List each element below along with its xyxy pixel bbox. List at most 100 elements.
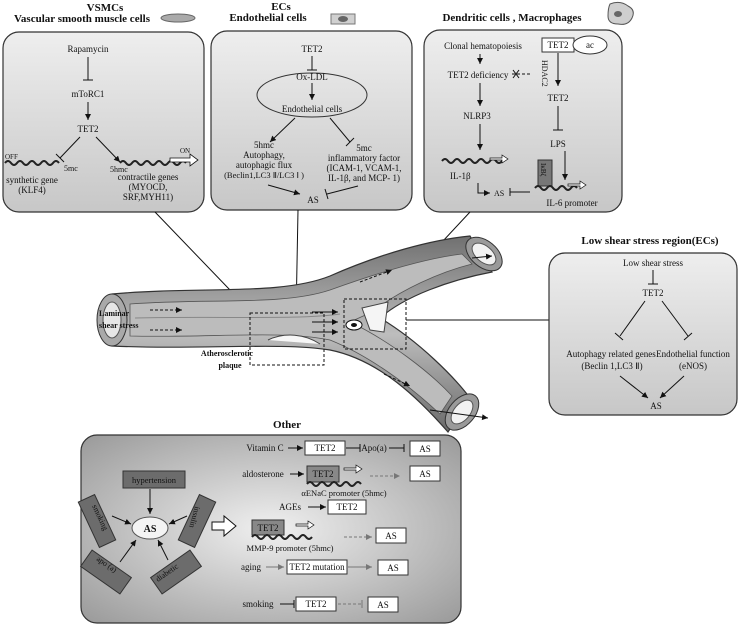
low-as-label: AS: [650, 401, 662, 411]
big-arrow-icon: [211, 514, 237, 538]
endothelial-cell-ellipse: [256, 72, 368, 118]
ec-box: [210, 30, 413, 211]
contractile-dna-strand: [119, 160, 187, 166]
low-auto-1: Autophagy related genes: [566, 349, 656, 359]
ec-tet2-label: TET2: [302, 44, 323, 54]
contractile-line1: contractile genes: [118, 172, 179, 182]
laminar-label-1: Laminar: [99, 309, 130, 318]
dc-title: Dendritic cells , Macrophages: [442, 12, 582, 24]
ec-left-4: (Beclin1,LC3 Ⅱ/LC3 Ⅰ ): [224, 170, 304, 180]
ikb-label: IκBζ: [539, 163, 547, 177]
low-shear-stress-label: Low shear stress: [623, 258, 683, 268]
synthetic-line2: (KLF4): [18, 185, 46, 195]
ec-panel: ECs Endothelial cells TET2 Ox-LDL Endoth…: [210, 1, 413, 211]
rapamycin-label: Rapamycin: [68, 44, 109, 54]
hdac2-label: HDAC2: [540, 60, 549, 87]
plaque-label-1: Atherosclerotic: [201, 349, 254, 358]
tet2-mutation-label: TET2 mutation: [289, 562, 345, 572]
bifurcation-dashed-box: [343, 298, 407, 350]
r1-as-label: AS: [419, 444, 431, 454]
vsmc-subtitle: Vascular smooth muscle cells: [14, 13, 151, 25]
clonal-label: Clonal hematopoiesis: [444, 41, 522, 51]
r6-tet2-box: [295, 596, 337, 612]
mtorc1-label: mToRC1: [72, 89, 105, 99]
as-center-label: AS: [144, 524, 157, 535]
r1-as-box: [409, 440, 441, 457]
low-tet2-label: TET2: [643, 288, 664, 298]
ec-right-2: inflammatory factor: [328, 153, 400, 163]
r6-as-label: AS: [377, 600, 389, 610]
r3-tet2-box: [327, 499, 367, 515]
ec-subtitle: Endothelial cells: [229, 12, 307, 24]
aging-label: aging: [241, 562, 261, 572]
r4-as-label: AS: [385, 531, 397, 541]
enac-promoter-label: αENaC promoter (5hmc): [301, 488, 386, 498]
mmp9-promoter-label: MMP-9 promoter (5hmc): [247, 543, 334, 553]
aldosterone-label: aldosterone: [242, 469, 283, 479]
il1b-label: IL-1β: [450, 171, 471, 181]
r5-as-label: AS: [387, 563, 399, 573]
vsmc-tet2-label: TET2: [78, 124, 99, 134]
low-shear-box: [548, 252, 738, 416]
smooth-muscle-cell-icon: [160, 13, 196, 23]
laminar-label-2: shear stress: [99, 321, 138, 330]
hypertension-box: [122, 470, 186, 489]
lps-label: LPS: [550, 139, 566, 149]
plaque-label-2: plaque: [218, 361, 242, 370]
off-label: OFF: [5, 153, 18, 161]
ec-right-1: 5mc: [356, 143, 372, 153]
ec-left-1: 5hmc: [254, 140, 274, 150]
atherosclerotic-plaque-shape: [267, 334, 321, 345]
endothelial-cells-label: Endothelial cells: [282, 104, 343, 114]
other-panel: Other AS hypertension smoking insulin ap…: [77, 419, 462, 624]
contractile-line2: (MYOCD,: [129, 182, 168, 192]
hypertension-label: hypertension: [132, 475, 177, 485]
r1-tet2-box: [304, 440, 346, 456]
dc-tet2-mid-label: TET2: [548, 93, 569, 103]
ikb-box: [537, 159, 553, 187]
ac-ellipse: [572, 35, 608, 55]
low-shear-panel: Low shear stress region(ECs) Low shear s…: [548, 235, 738, 416]
smoking-row-label: smoking: [242, 599, 274, 609]
r1-tet2-label: TET2: [315, 443, 336, 453]
synthetic-line1: synthetic gene: [6, 175, 58, 185]
ec-right-4: IL-1β, and MCP- 1): [328, 173, 400, 183]
ec-left-3: autophagic flux: [236, 160, 293, 170]
vsmc-title: VSMCs: [87, 2, 124, 14]
vsmc-panel: VSMCs Vascular smooth muscle cells Rapam…: [2, 2, 205, 213]
low-auto-2: (Beclin 1,LC3 Ⅱ): [581, 361, 642, 371]
vsmc-box: [2, 31, 205, 213]
vessel-illustration: Laminar shear stress Atherosclerotic pla…: [96, 235, 503, 433]
tet2-mutation-box: [286, 559, 348, 575]
r2-as-box: [409, 465, 441, 482]
r2-as-label: AS: [419, 469, 431, 479]
low-endo-2: (eNOS): [679, 361, 707, 371]
il6-promoter-label: IL-6 promoter: [546, 198, 597, 208]
ec-title: ECs: [271, 1, 291, 13]
apo-box: [79, 549, 133, 595]
as-center-ellipse: [131, 516, 169, 540]
ec-left-2: Autophagy,: [243, 150, 285, 160]
other-title: Other: [273, 419, 301, 431]
dc-as-label: AS: [494, 189, 504, 198]
il6-dna-strand: [534, 185, 578, 191]
ec-as-label: AS: [307, 195, 319, 205]
oxldl-label: Ox-LDL: [296, 72, 328, 82]
low-shear-title: Low shear stress region(ECs): [581, 235, 719, 247]
nlrp3-label: NLRP3: [463, 111, 491, 121]
vsmc-5hmc-label: 5hmc: [110, 165, 128, 174]
on-label: ON: [180, 147, 190, 155]
ages-label: AGEs: [279, 502, 301, 512]
ac-label: ac: [586, 40, 594, 50]
klf4-dna-strand: [4, 160, 60, 166]
r5-as-box: [377, 559, 409, 576]
r6-tet2-label: TET2: [306, 599, 327, 609]
ec-right-3: (ICAM-1, VCAM-1,: [326, 163, 401, 173]
dc-panel: Dendritic cells , Macrophages Clonal hem…: [423, 1, 634, 213]
dc-tet2-box-label: TET2: [548, 40, 569, 50]
tet2-deficiency-label: TET2 deficiency: [448, 70, 509, 80]
plaque-dashed-box: [249, 312, 325, 366]
r6-as-box: [367, 596, 399, 613]
vitamin-c-label: Vitamin C: [246, 443, 283, 453]
